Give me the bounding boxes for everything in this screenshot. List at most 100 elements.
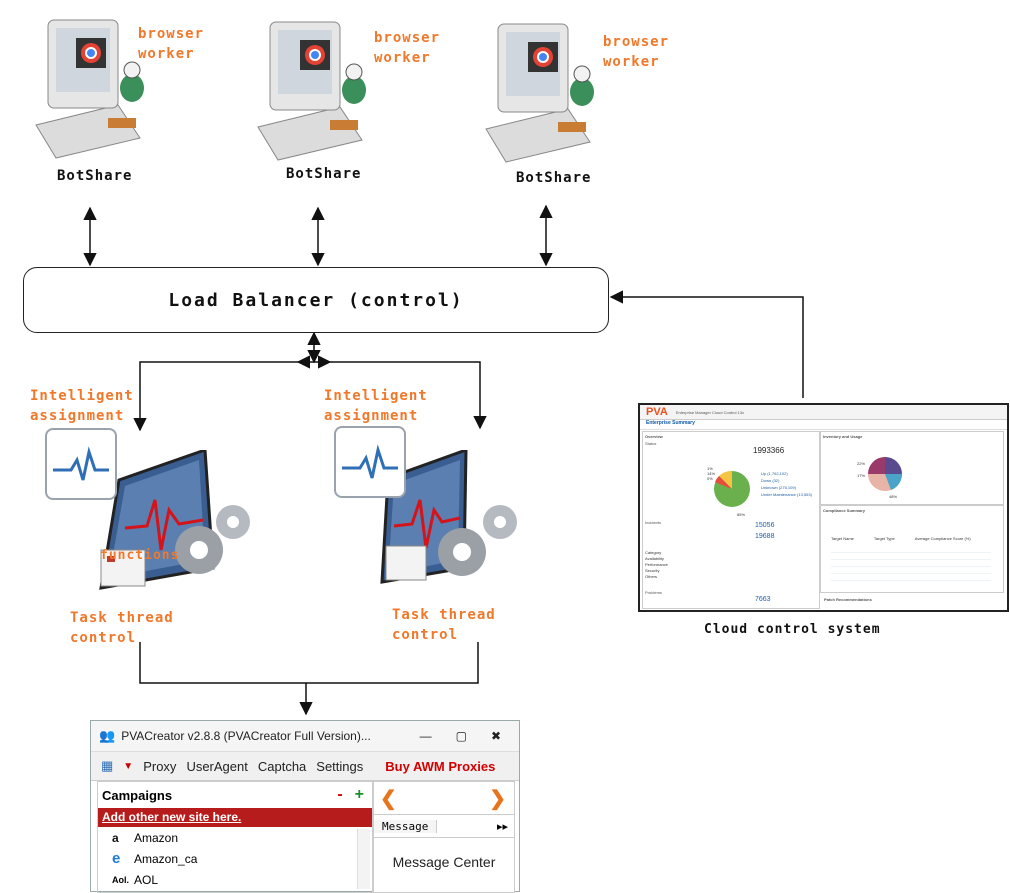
back-arrow-icon[interactable]: ❮ (380, 787, 397, 810)
task-monitor-1 (95, 447, 255, 600)
worker-computer-2 (250, 12, 380, 162)
site-label: Amazon_ca (134, 851, 198, 866)
list-item[interactable]: Aol. AOL (98, 869, 372, 890)
overview-heading: Overview (645, 434, 663, 439)
window-title: PVACreator v2.8.8 (PVACreator Full Versi… (121, 729, 371, 743)
category-row: Availability (645, 556, 664, 561)
botshare-label-3: BotShare (516, 170, 592, 186)
remove-campaign-button[interactable]: - (337, 786, 343, 803)
tab-message[interactable]: Message (374, 819, 438, 833)
cloud-subtitle: Enterprise Summary (640, 420, 1007, 430)
worker-computer-1 (28, 10, 158, 160)
cloud-control-screenshot: PVA Enterprise Manager Cloud Control 13c… (638, 403, 1009, 612)
table-header: Target Type (873, 536, 895, 541)
menu-proxy[interactable]: Proxy (143, 758, 177, 774)
status-pie (714, 470, 750, 507)
amazon-icon: a (112, 830, 119, 845)
pie-pct: 0% (707, 476, 713, 481)
table-header: Target Name (831, 536, 854, 541)
targets-count: 1993366 (753, 446, 785, 455)
assign-label-2: Intelligent assignment (324, 388, 428, 424)
nav-row: ❮ ❯ (374, 782, 514, 815)
pie-pct: 1% (707, 466, 713, 471)
site-list: a Amazon e Amazon_ca Aol. AOL (98, 827, 372, 892)
add-site-link[interactable]: Add other new site here. (98, 808, 372, 827)
users-icon: 👥 (99, 728, 116, 743)
problems-total: 7663 (755, 596, 771, 603)
incidents-heading: Incidents (645, 520, 662, 525)
worker-label-2: browser worker (374, 30, 441, 66)
compliance-panel: Compliance Summary Target Name Target Ty… (820, 505, 1004, 593)
message-center-label: Message Center (392, 854, 496, 870)
tab-row: Message ▸▸ (374, 815, 514, 838)
worker-label-3: browser worker (603, 34, 670, 70)
task-label-1: Task thread control (70, 610, 174, 646)
buy-proxies-link[interactable]: Buy AWM Proxies (385, 758, 496, 774)
cloud-caption: Cloud control system (704, 622, 881, 637)
category-row: Others (645, 574, 658, 579)
site-label: AOL (134, 872, 159, 887)
apps-icon[interactable]: ▦ (101, 758, 114, 773)
status-heading: Status (645, 441, 657, 446)
compliance-rows (831, 546, 991, 586)
dropdown-arrow-icon[interactable]: ▼ (123, 760, 134, 772)
list-item[interactable]: a Amazon (98, 827, 372, 848)
legend-item: Under Maintenance (13,553) (761, 492, 812, 497)
menu-settings[interactable]: Settings (316, 758, 364, 774)
load-balancer-label: Load Balancer (control) (168, 289, 464, 311)
pulse-icon (334, 426, 406, 498)
table-header: Average Compliance Score (%) (914, 536, 971, 541)
inv-pct: 48% (889, 494, 898, 499)
load-balancer-box: Load Balancer (control) (23, 267, 609, 333)
task-label-2: Task thread control (392, 607, 496, 643)
close-button[interactable]: ✖ (490, 729, 501, 743)
overview-panel: Overview Status 1993366 1% 14% 0% 85% Up… (642, 431, 820, 609)
scrollbar[interactable] (357, 829, 370, 889)
botshare-label-1: BotShare (57, 168, 133, 184)
pva-logo: PVA (646, 406, 668, 418)
minimize-button[interactable]: — (419, 729, 432, 743)
category-row: Performance (645, 562, 668, 567)
menu-useragent[interactable]: UserAgent (186, 758, 248, 774)
functions-label: functions (100, 548, 180, 563)
status-legend: Up (1,762,102) Down (32) Unknown (275,10… (761, 470, 812, 498)
message-panel: ❮ ❯ Message ▸▸ Message Center (373, 781, 515, 893)
arrow-to-task1 (133, 361, 298, 432)
inv-pct: 22% (857, 461, 866, 466)
legend-item: Down (32) (761, 478, 780, 483)
compliance-heading: Compliance Summary (823, 508, 866, 513)
campaigns-header: Campaigns - + (98, 782, 372, 808)
arrow-to-task2 (330, 361, 487, 430)
inventory-pie (868, 457, 903, 491)
line-tasks-merge (139, 642, 479, 684)
menu-bar: ▦ ▼ Proxy UserAgent Captcha Settings Buy… (91, 751, 519, 781)
forward-arrow-icon[interactable]: ❯ (489, 787, 506, 810)
problems-heading: Problems (645, 590, 662, 595)
arrow-cloud-lb (609, 290, 804, 398)
incidents-count-2: 19688 (755, 533, 775, 540)
worker-computer-3 (478, 14, 608, 164)
list-item[interactable]: e Amazon_ca (98, 848, 372, 869)
pie-pct: 85% (737, 512, 746, 517)
botshare-label-2: BotShare (286, 166, 362, 182)
title-bar: 👥 PVACreator v2.8.8 (PVACreator Full Ver… (91, 721, 519, 751)
pie-pct: 14% (707, 471, 716, 476)
inventory-panel: Inventory and Usage 22% 17% 48% (820, 431, 1004, 505)
category-table: Category Availability Performance Securi… (645, 550, 668, 580)
ie-icon: e (112, 850, 121, 867)
double-arrow-icon[interactable]: ▸▸ (496, 820, 508, 833)
assign-label-1: Intelligent assignment (30, 388, 134, 424)
menu-captcha[interactable]: Captcha (257, 758, 307, 774)
inv-pct: 17% (857, 473, 866, 478)
incidents-count-1: 15056 (755, 522, 775, 529)
inventory-heading: Inventory and Usage (823, 434, 863, 439)
legend-item: Up (1,762,102) (761, 471, 788, 476)
add-campaign-button[interactable]: + (354, 786, 364, 803)
aol-icon: Aol. (112, 874, 129, 885)
worker-label-1: browser worker (138, 26, 205, 62)
maximize-button[interactable]: ▢ (455, 729, 467, 743)
pulse-icon (45, 428, 117, 500)
legend-item: Unknown (275,109) (761, 485, 796, 490)
campaigns-title: Campaigns (102, 787, 173, 803)
